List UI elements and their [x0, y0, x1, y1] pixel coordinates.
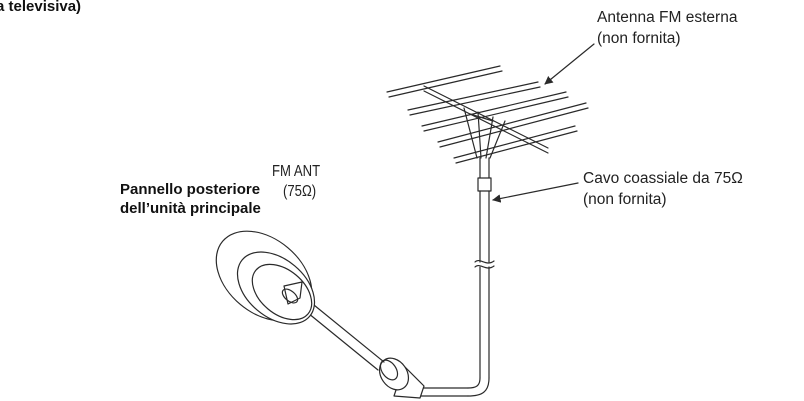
cable-leader	[492, 182, 579, 203]
fm-plug	[378, 357, 425, 399]
terminal-label-line2: (75Ω)	[283, 183, 317, 200]
antenna-label-line2: (non fornita)	[597, 30, 681, 47]
fm-ant-socket	[215, 230, 316, 325]
terminal-label-line1: FM ANT	[272, 163, 321, 180]
cable-label-line1: Cavo coassiale da 75Ω	[583, 170, 743, 187]
coaxial-cable	[419, 157, 495, 397]
antenna-label-line1: Antenna FM esterna	[597, 9, 738, 26]
header-fragment: a televisiva)	[0, 0, 82, 15]
antenna-elements	[386, 65, 589, 164]
cable-label-line2: (non fornita)	[583, 191, 667, 208]
antenna-leader	[544, 43, 595, 85]
panel-label-line1: Pannello posteriore	[120, 181, 261, 198]
antenna-feed	[463, 107, 506, 159]
antenna-boom	[423, 85, 549, 154]
panel-label-line2: dell’unità principale	[120, 200, 261, 217]
